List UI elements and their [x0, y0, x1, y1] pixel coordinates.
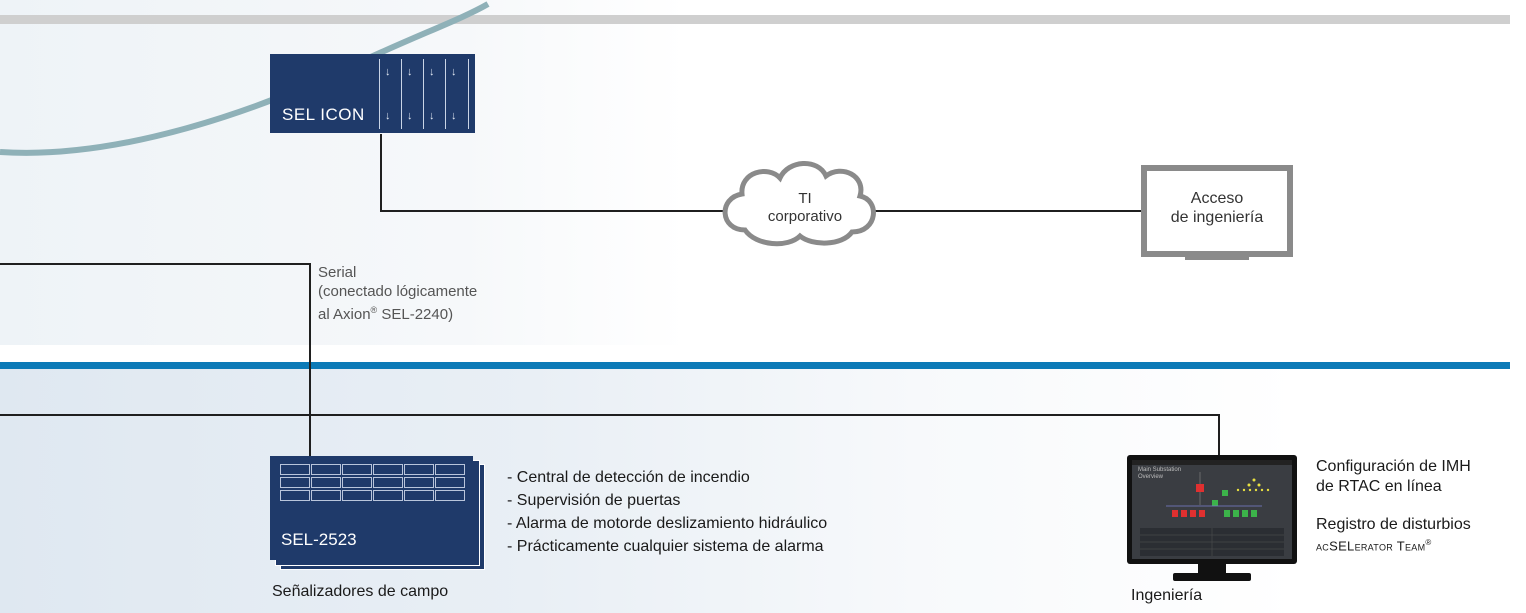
- alarm-list-item: - Prácticamente cualquier sistema de ala…: [507, 538, 824, 555]
- hmi-caption: Ingeniería: [1131, 587, 1203, 604]
- registered-mark: ®: [1425, 538, 1432, 547]
- hmi-one-line-graphic: [1140, 472, 1284, 556]
- hmi-monitor-neck: [1198, 564, 1226, 574]
- cloud-label-line1: TI: [798, 190, 812, 207]
- serial-note-line3: al Axion® SEL-2240): [318, 301, 477, 324]
- network-bus-bar: [0, 362, 1510, 369]
- alarm-list-item: - Supervisión de puertas: [507, 492, 681, 509]
- cloud-icon: [722, 161, 876, 247]
- hmi-note-line4: acSELerator Team: [1316, 538, 1426, 554]
- cloud-label: TI corporativo: [740, 190, 870, 226]
- engineering-access-monitor: Acceso de ingeniería: [1141, 165, 1293, 257]
- hmi-note-line1: Configuración de IMH: [1316, 458, 1471, 475]
- hmi-note-line3: Registro de disturbios: [1316, 516, 1471, 533]
- hmi-screen-subtitle-text: Overview: [1138, 474, 1164, 480]
- sel-icon-device: ↓↓ ↓↓ ↓↓ ↓↓ SEL ICON: [270, 54, 475, 133]
- sel-icon-slots: ↓↓ ↓↓ ↓↓ ↓↓: [379, 59, 471, 129]
- hmi-note-line2: de RTAC en línea: [1316, 478, 1442, 495]
- alarm-list-item: - Alarma de motorde deslizamiento hidráu…: [507, 515, 828, 532]
- registered-mark: ®: [370, 305, 378, 315]
- serial-note-line3-prefix: al Axion: [318, 306, 371, 323]
- hmi-monitor-base: [1173, 573, 1251, 581]
- hmi-screen-title-text: Main Substation: [1138, 467, 1182, 473]
- sel-2523-caption: Señalizadores de campo: [272, 583, 449, 600]
- cloud-label-line2: corporativo: [767, 208, 843, 225]
- serial-link: [0, 263, 311, 456]
- sel-2523-label: SEL-2523: [281, 530, 357, 549]
- serial-note-line1: Serial: [318, 264, 357, 281]
- hmi-screen-title: Main Substation Overview: [1138, 467, 1181, 481]
- hmi-link: [0, 414, 1220, 455]
- sel-icon-link: [380, 134, 728, 212]
- serial-note-line2: (conectado lógicamente: [318, 283, 478, 300]
- hmi-notes: Configuración de IMH de RTAC en línea Re…: [1316, 457, 1471, 554]
- sel-icon-label: SEL ICON: [282, 105, 365, 124]
- engineering-access-line2: de ingeniería: [1170, 209, 1264, 226]
- monitor-stand: [1185, 251, 1249, 260]
- sel-2523-device: SEL-2523: [270, 456, 473, 560]
- top-bus-bar: [0, 15, 1510, 24]
- hmi-monitor: Main Substation Overview: [1127, 455, 1297, 564]
- alarm-list: - Central de detección de incendio - Sup…: [507, 466, 827, 558]
- engineering-access-line1: Acceso: [1190, 190, 1244, 207]
- hmi-screen: Main Substation Overview: [1132, 460, 1292, 559]
- serial-note: Serial (conectado lógicamente al Axion® …: [318, 263, 477, 324]
- alarm-list-item: - Central de detección de incendio: [507, 469, 750, 486]
- serial-note-line3-suffix: SEL-2240): [377, 306, 454, 323]
